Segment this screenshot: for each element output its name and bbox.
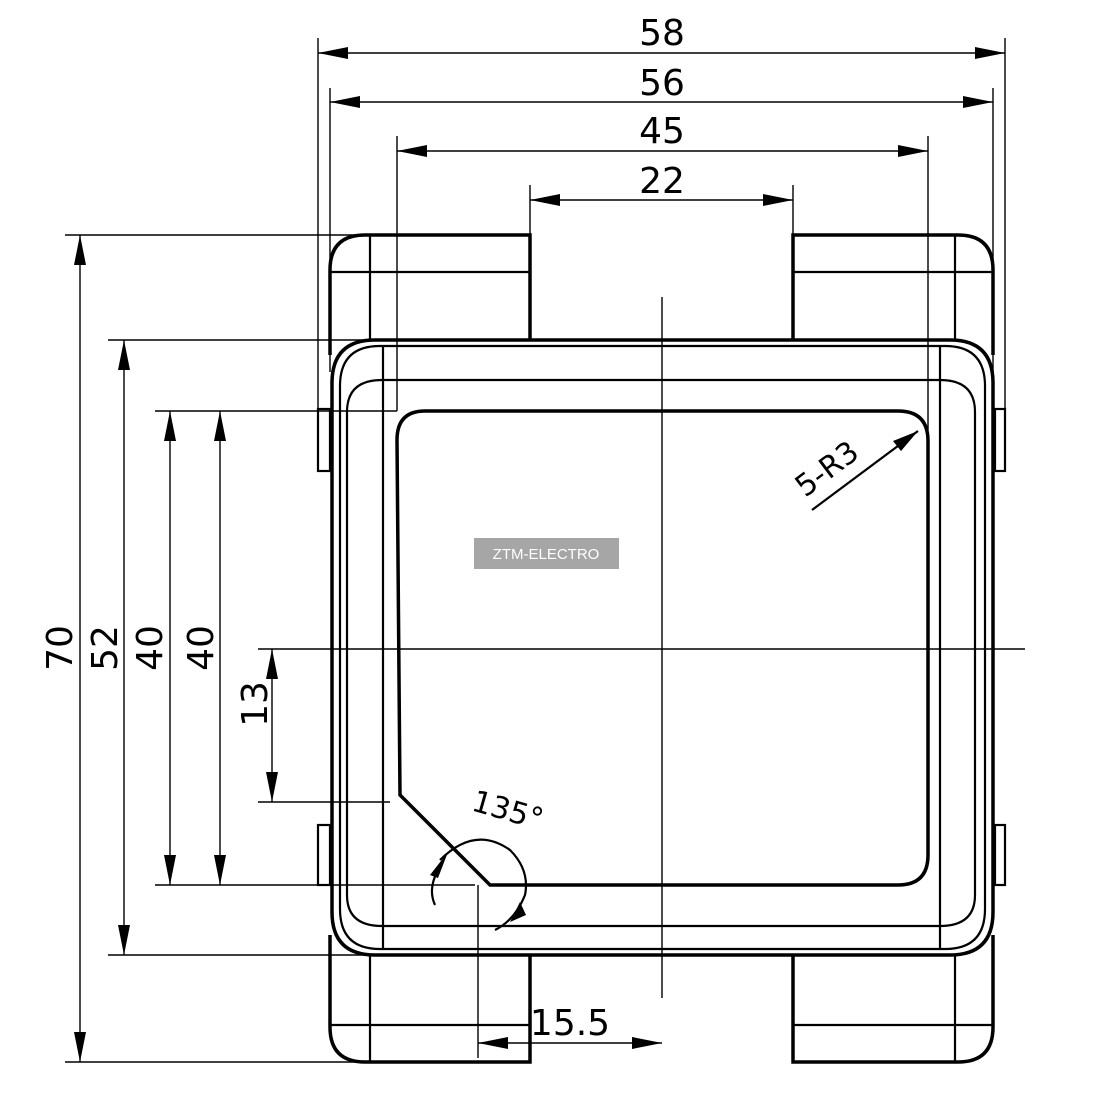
dim-13: 13 (235, 681, 276, 727)
radius-note: 5-R3 (789, 434, 866, 504)
dim-70: 70 (40, 625, 81, 671)
dim-52: 52 (85, 625, 126, 671)
dimension-lines (74, 47, 1005, 1062)
extension-lines (65, 38, 1006, 1063)
dimension-labels: 58 56 45 22 70 52 40 40 13 15.5 5-R3 135… (40, 13, 866, 1044)
dim-45: 45 (639, 111, 685, 152)
dim-22: 22 (639, 161, 685, 202)
chamfer-angle: 135° (468, 784, 547, 838)
dim-15-5: 15.5 (530, 1003, 610, 1044)
dim-58: 58 (639, 13, 685, 54)
center-lines (295, 297, 1025, 998)
dim-40-b: 40 (181, 625, 222, 671)
watermark: ZTM-ELECTRO (474, 538, 619, 569)
enclosure-outline (316, 233, 1007, 1064)
dim-40-a: 40 (130, 625, 171, 671)
dim-56: 56 (639, 63, 685, 104)
watermark-text: ZTM-ELECTRO (493, 546, 600, 563)
